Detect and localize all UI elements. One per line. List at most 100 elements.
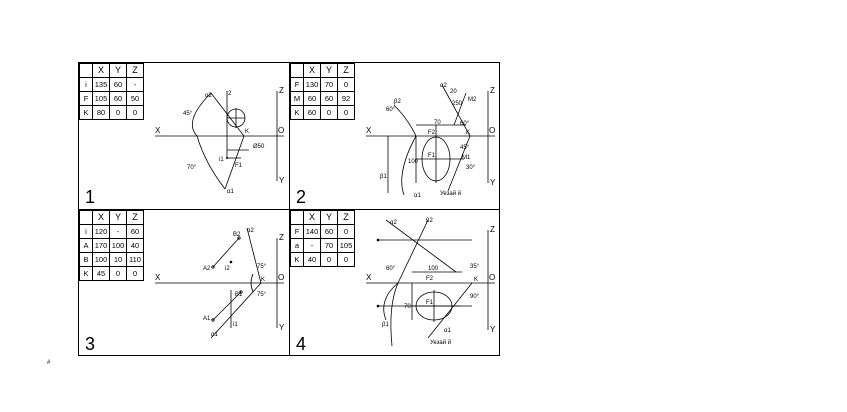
beta2-trace (397, 219, 429, 284)
beta2-label: β2 (426, 218, 433, 224)
panel-2: X Y Z F 130 70 0 M 60 60 92 K 60 0 0 (290, 63, 501, 210)
point-k-label: K (466, 130, 470, 136)
origin-label: O (489, 273, 495, 282)
alpha1-label: α1 (211, 332, 218, 338)
axis-y-label: Y (279, 176, 285, 185)
f1-label: F1 (235, 163, 243, 169)
axis-y-label: Y (490, 178, 496, 187)
point-a1 (211, 318, 215, 322)
axis-x-label: X (155, 126, 161, 135)
alpha2-label: α2 (440, 83, 447, 89)
origin-label: O (278, 273, 284, 282)
drawing-1: X Z Y O α2 α1 45° 70° K Ø50 2 F1 i1 (155, 86, 285, 195)
dim-100-label: 100 (428, 266, 439, 272)
angle-75b-label: 75° (257, 292, 267, 298)
alpha1-trace (427, 282, 473, 339)
point-k-label: K (245, 129, 249, 135)
axis-y-label: Y (279, 323, 285, 332)
a1-label: A1 (203, 316, 211, 322)
point-i1 (226, 157, 228, 159)
alpha1-trace (210, 282, 262, 339)
m-projection-line (453, 92, 467, 126)
alpha2-trace (441, 84, 471, 137)
alpha1-label: α1 (227, 189, 234, 195)
panel-number: 4 (296, 334, 307, 354)
dim-20-label: 20 (450, 89, 457, 95)
circle-dim-label: Ø50 (253, 144, 265, 150)
alpha2-label: α2 (390, 220, 397, 226)
point-a2 (376, 238, 380, 242)
alpha2-label: α2 (247, 228, 254, 234)
f2-label: F2 (428, 130, 436, 136)
f1-label: F1 (426, 300, 434, 306)
f2-label: 2 (228, 91, 232, 97)
table-row: K 60 0 0 (290, 105, 355, 120)
angle-60-label: 60° (386, 266, 396, 272)
angle-90-label: 90° (470, 294, 480, 300)
m2-label: M2 (468, 97, 477, 103)
angle-75a-label: 75° (257, 264, 267, 270)
coords-table-4: X Y Z F 140 60 0 a - 70 105 K 40 0 0 (290, 210, 355, 267)
exercise-sheet: X Y Z i 135 60 - F 105 60 50 K 80 0 0 (78, 62, 500, 356)
i1-label: i1 (219, 157, 224, 163)
a2-label: A2 (203, 266, 211, 272)
b1-label: B1 (235, 292, 243, 298)
dim-70-label: 70 (434, 120, 441, 126)
point-b2 (237, 236, 241, 240)
coords-table-1: X Y Z i 135 60 - F 105 60 50 K 80 0 0 (79, 63, 144, 120)
axis-x-label: X (366, 126, 372, 135)
caption: Уезай й (440, 190, 461, 197)
panel-number: 1 (85, 187, 96, 207)
alpha2-label: α2 (205, 93, 212, 99)
alpha2-trace (385, 219, 457, 273)
angle-45-label: 45° (460, 145, 470, 151)
footnote: # (47, 360, 51, 366)
axis-z-label: Z (490, 225, 495, 234)
table-row: M 60 60 92 (290, 91, 355, 106)
beta-curve (383, 282, 399, 321)
angle-60b-label: 60° (460, 121, 470, 127)
beta-plane-trace (393, 104, 417, 196)
b2-label: B2 (233, 232, 241, 238)
angle-top-label: 45° (183, 111, 193, 117)
panel-number: 2 (296, 187, 307, 207)
origin-label: O (489, 126, 495, 135)
alpha1-trace (447, 135, 471, 192)
beta1-label: β1 (380, 174, 387, 180)
drawing-2: X Z Y O β2 β1 α2 α1 60° 45° 60° 30° 70 1… (366, 83, 496, 199)
point-k-label: K (261, 277, 265, 283)
dim-100-label: 100 (408, 159, 419, 165)
f1-label: F1 (428, 153, 436, 159)
coords-table-2: X Y Z F 130 70 0 M 60 60 92 K 60 0 0 (290, 63, 355, 120)
i1-label: i1 (233, 322, 238, 328)
dim-250-label: 250 (452, 101, 463, 107)
panel-4: X Y Z F 140 60 0 a - 70 105 K 40 0 0 (290, 210, 501, 357)
angle-arc (250, 273, 254, 293)
angle-bottom-label: 70° (187, 165, 197, 171)
axis-z-label: Z (279, 233, 284, 242)
axis-z-label: Z (490, 86, 495, 95)
beta1-trace (390, 282, 399, 347)
segment-a1b1 (212, 291, 242, 321)
drawing-3: X Z Y O B2 A2 A1 B1 i2 i1 α2 α1 75° 75° (155, 227, 285, 339)
table-row: A 170 100 40 (79, 238, 144, 253)
table-row: F 140 60 0 (290, 224, 355, 239)
coords-table-3: X Y Z i 120 - 60 A 170 100 40 B 100 10 1… (79, 210, 144, 281)
i2-label: i2 (225, 266, 230, 272)
point-a1 (376, 304, 380, 308)
axis-y-label: Y (490, 325, 496, 334)
table-row: F 130 70 0 (290, 77, 355, 92)
beta1-label: β1 (382, 322, 389, 328)
angle-30-label: 30° (466, 165, 476, 171)
table-row: K 40 0 0 (290, 252, 355, 267)
f2-label: F2 (426, 276, 434, 282)
drawing-4: X Z Y O β2 β1 α2 α1 60° 35° 90° 100 (366, 218, 496, 347)
axis-x-label: X (155, 273, 161, 282)
plane-trace-curve (192, 92, 226, 190)
point-a2 (211, 265, 215, 269)
alpha1-trace (224, 135, 245, 190)
horizontal-divider (79, 209, 499, 210)
axis-x-label: X (366, 273, 372, 282)
axis-z-label: Z (279, 86, 284, 95)
alpha1-label: α1 (444, 328, 451, 334)
